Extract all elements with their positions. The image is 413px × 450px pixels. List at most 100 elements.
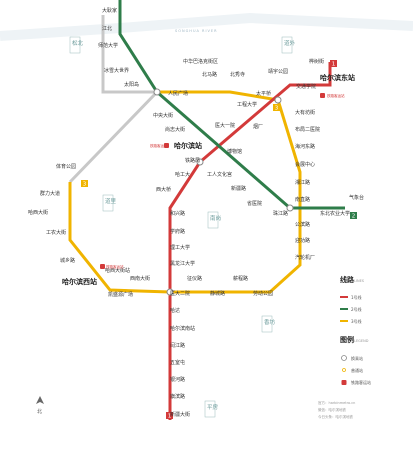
interchange-node[interactable]: [286, 204, 294, 212]
station-label[interactable]: 海河东路: [295, 143, 315, 150]
line-1: [168, 62, 332, 420]
railway-label: 铁路客运站: [106, 264, 124, 269]
legend-symbols: 图例 LEGEND 换乘站 普通站 铁路客运站: [340, 335, 371, 385]
station-label[interactable]: 铁路局: [185, 157, 200, 164]
station-label[interactable]: 西南大街: [130, 275, 150, 282]
station-label[interactable]: 新疆大街: [170, 411, 190, 418]
station-label[interactable]: 医大一院: [215, 122, 235, 129]
station-label[interactable]: 和兴路: [170, 210, 185, 217]
legend-item: 1号线: [351, 294, 362, 300]
station-label[interactable]: 太阳岛: [124, 81, 139, 88]
interchange-node[interactable]: [166, 288, 174, 296]
railway-label: 铁路客运站: [327, 93, 345, 98]
station-label[interactable]: 布局二医院: [295, 126, 320, 133]
station-label[interactable]: 体育公园: [56, 163, 76, 170]
station-label[interactable]: 尚志大街: [165, 126, 185, 133]
badge-line1-top: 1: [332, 62, 336, 68]
station-label[interactable]: 湘江路: [295, 179, 310, 186]
station-label[interactable]: 哈尔滨南站: [170, 325, 195, 332]
interchange-node[interactable]: [153, 88, 161, 96]
station-label[interactable]: 北秀寺: [230, 71, 245, 78]
station-label[interactable]: 医大二院: [170, 290, 190, 297]
station-label-major[interactable]: 哈尔滨东站: [320, 73, 355, 82]
district-label: 松北: [72, 39, 84, 47]
station-label[interactable]: 气象台: [349, 194, 364, 201]
district-labels: 松北 道外 道里 南岗 香坊 平房: [69, 36, 296, 418]
station-label[interactable]: 工农大街: [46, 229, 66, 236]
station-label[interactable]: 旗滨路: [170, 393, 185, 400]
district-label: 道外: [284, 39, 296, 47]
station-label[interactable]: 薪程路: [233, 275, 248, 282]
legend-lines: 线路 LINES 1号线 2号线 3号线: [340, 275, 365, 324]
station-label[interactable]: 中央大街: [153, 112, 173, 119]
station-label[interactable]: 东北农业大学: [320, 210, 350, 217]
station-label[interactable]: 江北: [102, 25, 112, 32]
interchanges: [153, 88, 294, 296]
station-label[interactable]: 珠江路: [273, 210, 288, 217]
station-label[interactable]: 劳动公园: [253, 290, 273, 297]
station-label[interactable]: 师范大学: [98, 42, 118, 49]
station-label[interactable]: 南直路: [295, 196, 310, 203]
station-label[interactable]: 闫江路: [170, 342, 185, 349]
station-label[interactable]: 西大桥: [156, 186, 171, 193]
district-label: 南岗: [210, 214, 221, 222]
district-label: 香坊: [264, 318, 276, 326]
footer-line: 官方：harbinmetro.cn: [318, 400, 355, 405]
station-label[interactable]: 大有坊街: [295, 109, 315, 116]
badge-line1-bottom: 1: [168, 414, 172, 420]
station-label[interactable]: 会展中心: [295, 161, 315, 168]
station-label[interactable]: 冰雪大世界: [104, 67, 129, 74]
railway-markers: 铁路客运站 铁路客运站 铁路客运站: [100, 93, 345, 269]
station-label[interactable]: 桦树街: [309, 58, 324, 65]
legend-item: 2号线: [351, 306, 362, 312]
station-label[interactable]: 银河路: [170, 376, 185, 383]
station-label[interactable]: 汽轮机厂: [295, 254, 315, 261]
train-icon: [164, 143, 169, 148]
station-label[interactable]: 哈达: [170, 307, 180, 314]
station-label[interactable]: 新疆路: [231, 185, 246, 192]
north-arrow-icon: [36, 396, 44, 404]
station-label[interactable]: 人民广场: [168, 90, 188, 97]
interchange-node[interactable]: [274, 96, 282, 104]
station-label[interactable]: 博物馆: [227, 148, 242, 155]
legend-symbol-item: 铁路客运站: [351, 379, 371, 385]
station-label[interactable]: 凯盛源广场: [108, 291, 133, 298]
station-label[interactable]: 理工大学: [170, 244, 190, 251]
station-label[interactable]: 大耿家: [102, 7, 117, 14]
station-label[interactable]: 哈西大街: [28, 209, 48, 216]
legend-title: 线路: [340, 275, 355, 284]
legend-symbol-item: 普通站: [351, 367, 363, 373]
station-label[interactable]: 静城路: [210, 290, 225, 297]
footer-info: 官方：harbinmetro.cn 微信：哈尔滨地铁 今日头条：哈尔滨地铁: [318, 400, 355, 419]
station-label[interactable]: 工程大学: [237, 101, 257, 108]
badge-line3-right: 3: [275, 106, 279, 112]
legend-map-title: 图例: [340, 335, 354, 344]
station-label[interactable]: 迎功路: [295, 237, 310, 244]
station-label-major[interactable]: 哈尔滨西站: [62, 277, 97, 286]
line-3: [68, 90, 302, 294]
station-label[interactable]: 公滨路: [295, 221, 310, 228]
station-label[interactable]: 黑龙江大学: [170, 260, 195, 267]
station-label-major[interactable]: 哈尔滨站: [174, 141, 202, 150]
station-label[interactable]: 靖宇公园: [268, 68, 288, 75]
interchange-node[interactable]: [196, 158, 204, 166]
station-label[interactable]: 群力大道: [40, 190, 60, 197]
station-label[interactable]: 交通学院: [296, 83, 316, 90]
station-label[interactable]: 省医院: [247, 200, 262, 207]
legend-item: 3号线: [351, 318, 362, 324]
station-label[interactable]: 五室屯: [170, 359, 185, 366]
station-label[interactable]: 工人文化宫: [207, 171, 232, 178]
station-label[interactable]: 城乡路: [60, 257, 75, 264]
station-label[interactable]: 学府路: [170, 228, 185, 235]
railway-label: 铁路客运站: [150, 143, 168, 148]
station-label[interactable]: 太平桥: [256, 90, 271, 97]
train-icon: [341, 380, 347, 385]
station-label[interactable]: 烟厂: [253, 123, 263, 130]
line-badges: 1 1 2 3 3: [81, 60, 357, 420]
station-label[interactable]: 征仪路: [187, 275, 202, 282]
station-label[interactable]: 哈工大: [175, 171, 190, 178]
station-label[interactable]: 哈西大街站: [105, 267, 130, 274]
station-label[interactable]: 中华巴洛克街区: [183, 58, 218, 65]
station-label[interactable]: 北马路: [202, 71, 217, 78]
